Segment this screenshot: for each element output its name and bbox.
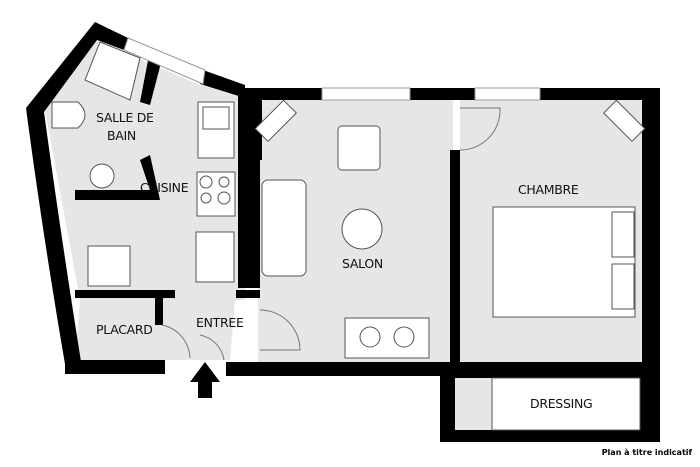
fridge	[195, 231, 235, 283]
disclaimer-note: Plan à titre indicatif	[601, 448, 692, 457]
dining-table	[344, 317, 430, 359]
sink	[89, 163, 115, 189]
coffee-table	[341, 208, 383, 250]
shower	[84, 41, 141, 101]
dressing-storage	[491, 377, 641, 431]
label-living: SALON	[342, 256, 383, 271]
radiator-chambre	[602, 99, 646, 143]
label-bathroom-2: BAIN	[107, 128, 136, 143]
walls	[26, 22, 660, 442]
label-dressing: DRESSING	[530, 396, 592, 411]
armchair	[337, 125, 381, 171]
entrance-arrow-icon	[190, 362, 220, 398]
windows	[123, 37, 541, 101]
toilet	[51, 101, 86, 129]
label-bedroom: CHAMBRE	[518, 182, 579, 197]
washer	[87, 245, 131, 287]
radiator-salon	[254, 99, 298, 143]
furniture	[51, 41, 646, 431]
label-entrance: ENTREE	[196, 315, 244, 330]
label-kitchen: CUISINE	[140, 180, 189, 195]
label-closet: PLACARD	[96, 322, 153, 337]
bed	[492, 206, 636, 318]
doors	[161, 107, 501, 361]
label-bathroom: SALLE DE	[96, 110, 154, 125]
sofa	[261, 179, 307, 277]
